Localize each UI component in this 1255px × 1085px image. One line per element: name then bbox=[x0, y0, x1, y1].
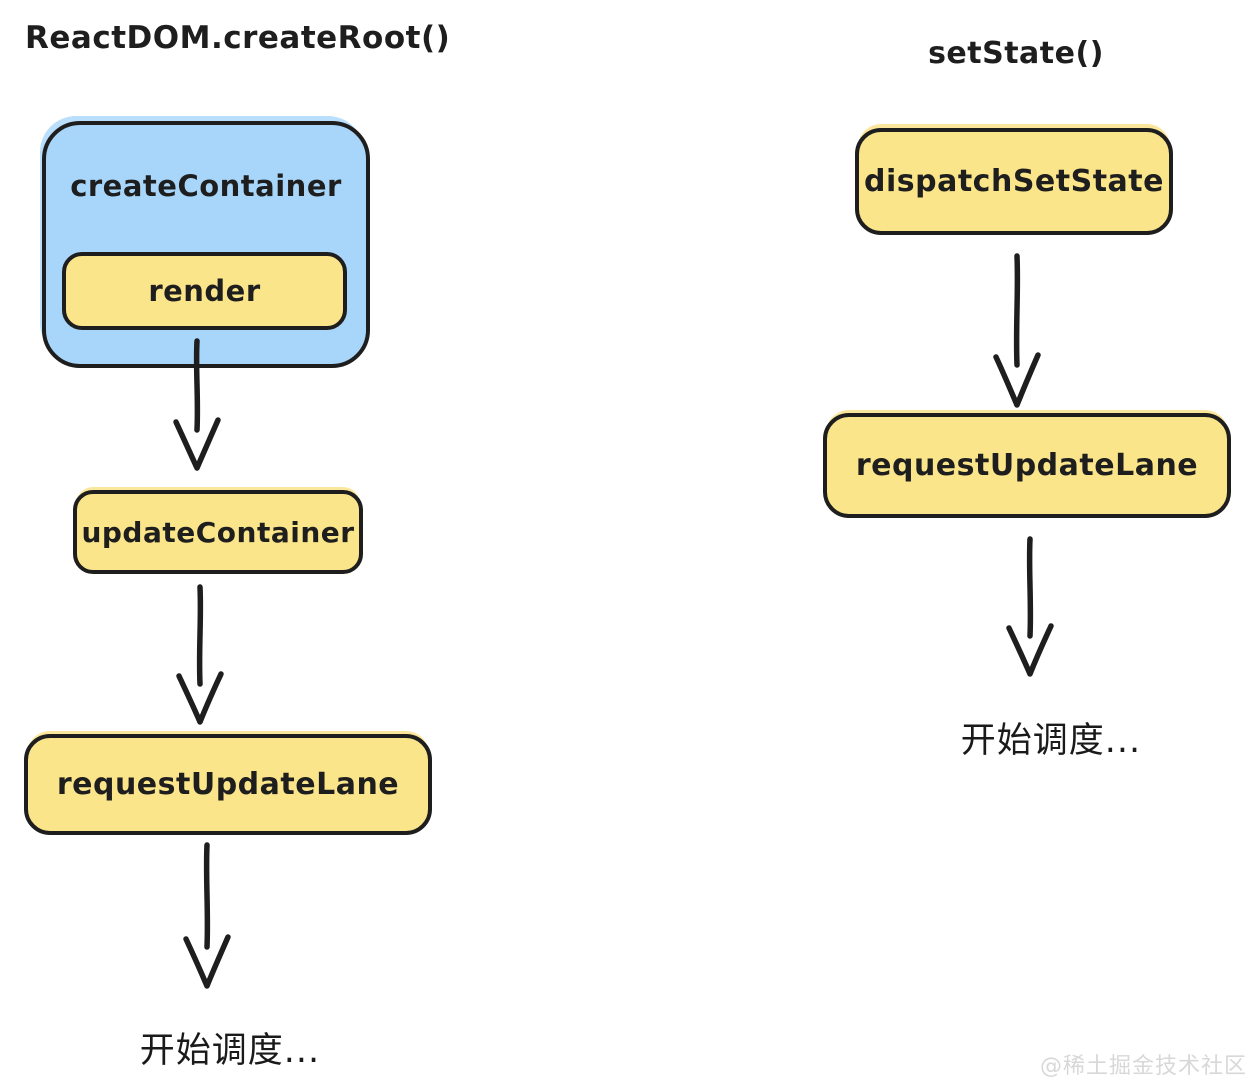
arrow-down-icon bbox=[177, 842, 237, 992]
right-end-label: 开始调度... bbox=[960, 721, 1142, 761]
render-node: render bbox=[62, 252, 347, 330]
update-container-node: updateContainer bbox=[73, 490, 363, 574]
create-container-label: createContainer bbox=[70, 169, 342, 203]
dispatch-set-state-label: dispatchSetState bbox=[864, 164, 1164, 199]
left-flow-title: ReactDOM.createRoot() bbox=[25, 20, 451, 56]
left-end-label: 开始调度... bbox=[139, 1031, 321, 1071]
watermark: @稀土掘金技术社区 bbox=[1039, 1054, 1247, 1079]
request-update-lane-label: requestUpdateLane bbox=[56, 767, 400, 802]
render-label: render bbox=[148, 274, 261, 308]
dispatch-set-state-node: dispatchSetState bbox=[855, 128, 1173, 235]
update-container-label: updateContainer bbox=[81, 515, 355, 549]
request-update-lane-label: requestUpdateLane bbox=[855, 448, 1199, 483]
create-container-node: createContainer render bbox=[42, 121, 370, 368]
request-update-lane-node-left: requestUpdateLane bbox=[24, 734, 432, 835]
right-flow-title: setState() bbox=[928, 36, 1104, 71]
arrow-down-icon bbox=[1000, 536, 1060, 680]
arrow-down-icon bbox=[167, 338, 227, 474]
request-update-lane-node-right: requestUpdateLane bbox=[823, 413, 1231, 518]
arrow-down-icon bbox=[170, 584, 230, 728]
arrow-down-icon bbox=[987, 253, 1047, 411]
